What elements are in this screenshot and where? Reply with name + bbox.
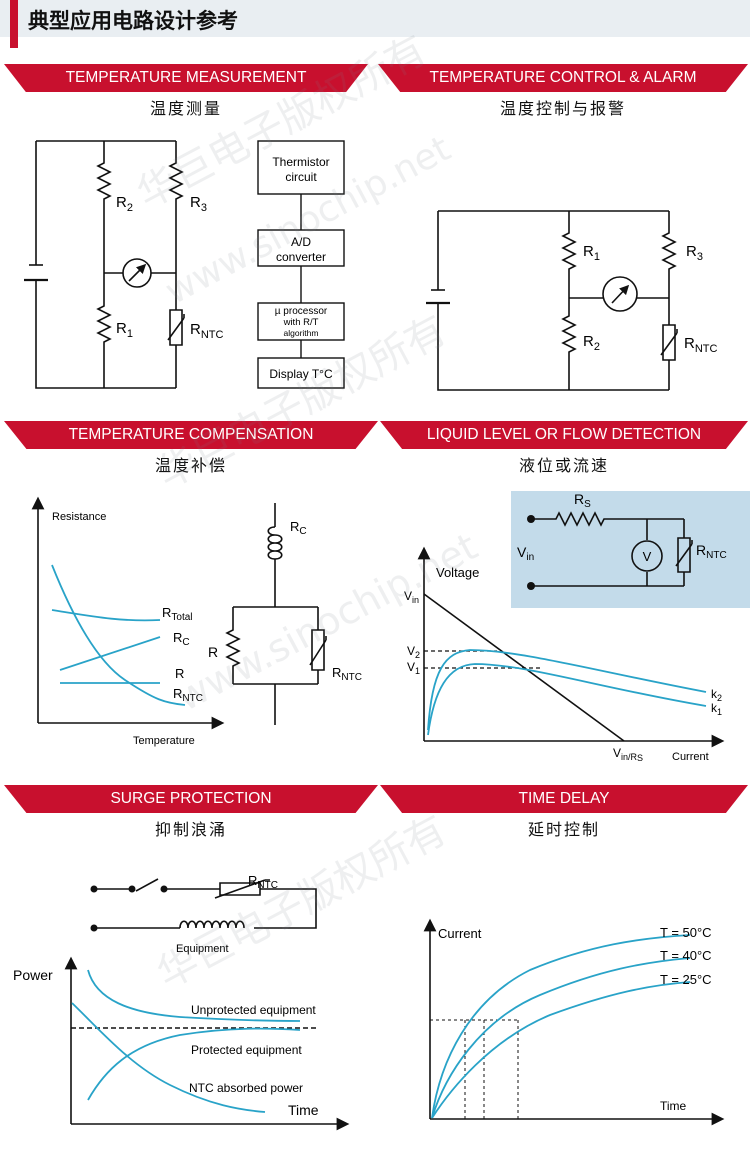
curve-t25 bbox=[431, 981, 691, 1119]
curve-t40 bbox=[431, 957, 691, 1119]
label-t50: T = 50°C bbox=[660, 925, 712, 940]
label-vin: Vin bbox=[404, 589, 419, 605]
label-r2: R2 bbox=[583, 333, 600, 353]
label-rntc: RNTC bbox=[190, 321, 224, 341]
axis-label-resistance: Resistance bbox=[52, 511, 106, 523]
label-unprotected-equipment: Unprotected equipment bbox=[191, 1003, 316, 1017]
circuit-label-r: R bbox=[208, 644, 218, 660]
compensation-curves bbox=[51, 564, 186, 706]
label-v2: V2 bbox=[407, 644, 420, 660]
label-rntc: RNTC bbox=[684, 335, 718, 355]
time-delay-diagram: Current Time T = 50°C T = 40°C T = 25°C bbox=[423, 918, 725, 1126]
label-r: R bbox=[175, 666, 184, 681]
subtitle-surge-protection: 抑制浪涌 bbox=[154, 820, 227, 839]
label-v1: V1 bbox=[407, 660, 420, 676]
label-r2: R2 bbox=[116, 194, 133, 214]
banner-temperature-compensation: TEMPERATURE COMPENSATION bbox=[4, 421, 378, 449]
inset-label-rs: RS bbox=[574, 491, 591, 510]
surge-curves bbox=[71, 969, 301, 1113]
inset-label-rntc: RNTC bbox=[696, 542, 727, 561]
label-rntc: RNTC bbox=[248, 873, 278, 891]
delay-curves bbox=[431, 934, 691, 1119]
curve-protected bbox=[87, 1027, 301, 1101]
inset-label-vin: Vin bbox=[517, 544, 534, 563]
banner-temperature-measurement: TEMPERATURE MEASUREMENT bbox=[4, 64, 368, 92]
banner-liquid-level: LIQUID LEVEL OR FLOW DETECTION bbox=[380, 421, 748, 449]
label-ntc-absorbed-power: NTC absorbed power bbox=[189, 1081, 303, 1095]
subtitle-temperature-control: 温度控制与报警 bbox=[499, 99, 626, 118]
liquid-level-diagram: RS Vin V RNTC Voltage Current Vin V2 V1 … bbox=[404, 491, 727, 763]
label-rntc: RNTC bbox=[173, 686, 203, 704]
label-equipment: Equipment bbox=[176, 943, 229, 955]
inset-circuit-background bbox=[511, 491, 750, 608]
subtitle-liquid-level: 液位或流速 bbox=[518, 456, 609, 475]
label-r3: R3 bbox=[190, 194, 207, 214]
banner-temperature-control: TEMPERATURE CONTROL & ALARM bbox=[378, 64, 748, 92]
curve-unprotected bbox=[87, 969, 301, 1022]
curve-rc bbox=[59, 636, 161, 671]
axis-label-time: Time bbox=[288, 1102, 319, 1118]
temperature-compensation-diagram: Resistance Temperature RTotal RC R RNTC … bbox=[31, 496, 362, 747]
curve-k2 bbox=[427, 649, 707, 731]
label-k2: k2 bbox=[711, 687, 722, 703]
label-r3: R3 bbox=[686, 243, 703, 263]
block-ad-converter-line2: converter bbox=[276, 250, 326, 264]
header-accent-bar bbox=[10, 0, 18, 48]
subtitle-temperature-measurement: 温度测量 bbox=[149, 99, 222, 118]
label-r1: R1 bbox=[116, 320, 133, 340]
subtitle-temperature-compensation: 温度补偿 bbox=[154, 456, 227, 475]
block-ad-converter: A/D bbox=[291, 235, 311, 249]
axis-label-temperature: Temperature bbox=[133, 735, 195, 747]
temperature-control-diagram: R1 R3 R2 RNTC bbox=[426, 210, 718, 391]
label-protected-equipment: Protected equipment bbox=[191, 1043, 302, 1057]
curve-k1 bbox=[427, 663, 707, 736]
surge-protection-diagram: RNTC Equipment Power Time Unprotected eq… bbox=[13, 873, 350, 1131]
circuit-label-rntc: RNTC bbox=[332, 665, 362, 683]
curve-rntc bbox=[51, 564, 186, 706]
block-processor: µ processor bbox=[275, 306, 328, 317]
axis-label-voltage: Voltage bbox=[436, 565, 479, 580]
subtitle-time-delay: 延时控制 bbox=[527, 820, 600, 839]
axis-label-current: Current bbox=[672, 751, 709, 763]
temperature-measurement-diagram: R2 R3 R1 RNTC Thermistor circuit A/D con… bbox=[24, 140, 345, 389]
page-title: 典型应用电路设计参考 bbox=[28, 9, 238, 33]
block-thermistor-circuit: Thermistor bbox=[272, 155, 329, 169]
page-header bbox=[0, 0, 750, 37]
label-rc: RC bbox=[173, 630, 190, 648]
label-t25: T = 25°C bbox=[660, 972, 712, 987]
curve-rtotal bbox=[51, 609, 161, 622]
label-r1: R1 bbox=[583, 243, 600, 263]
curve-t50 bbox=[431, 934, 691, 1119]
circuit-label-rc: RC bbox=[290, 519, 307, 537]
axis-label-power: Power bbox=[13, 967, 53, 983]
level-curves bbox=[427, 649, 707, 736]
inset-voltmeter-label: V bbox=[643, 549, 652, 564]
axis-label-time: Time bbox=[660, 1099, 687, 1113]
banner-surge-protection: SURGE PROTECTION bbox=[4, 785, 378, 813]
banner-time-delay: TIME DELAY bbox=[380, 785, 748, 813]
label-rtotal: RTotal bbox=[162, 605, 193, 623]
block-display: Display T°C bbox=[269, 367, 333, 381]
label-t40: T = 40°C bbox=[660, 948, 712, 963]
block-processor-line2: with R/T bbox=[283, 317, 319, 328]
curve-ntc bbox=[71, 1002, 266, 1113]
label-k1: k1 bbox=[711, 701, 722, 717]
block-thermistor-circuit-line2: circuit bbox=[285, 170, 317, 184]
block-processor-line3: algorithm bbox=[284, 328, 319, 338]
label-vin-over-rs: Vin/RS bbox=[613, 746, 643, 763]
axis-label-current: Current bbox=[438, 926, 482, 941]
